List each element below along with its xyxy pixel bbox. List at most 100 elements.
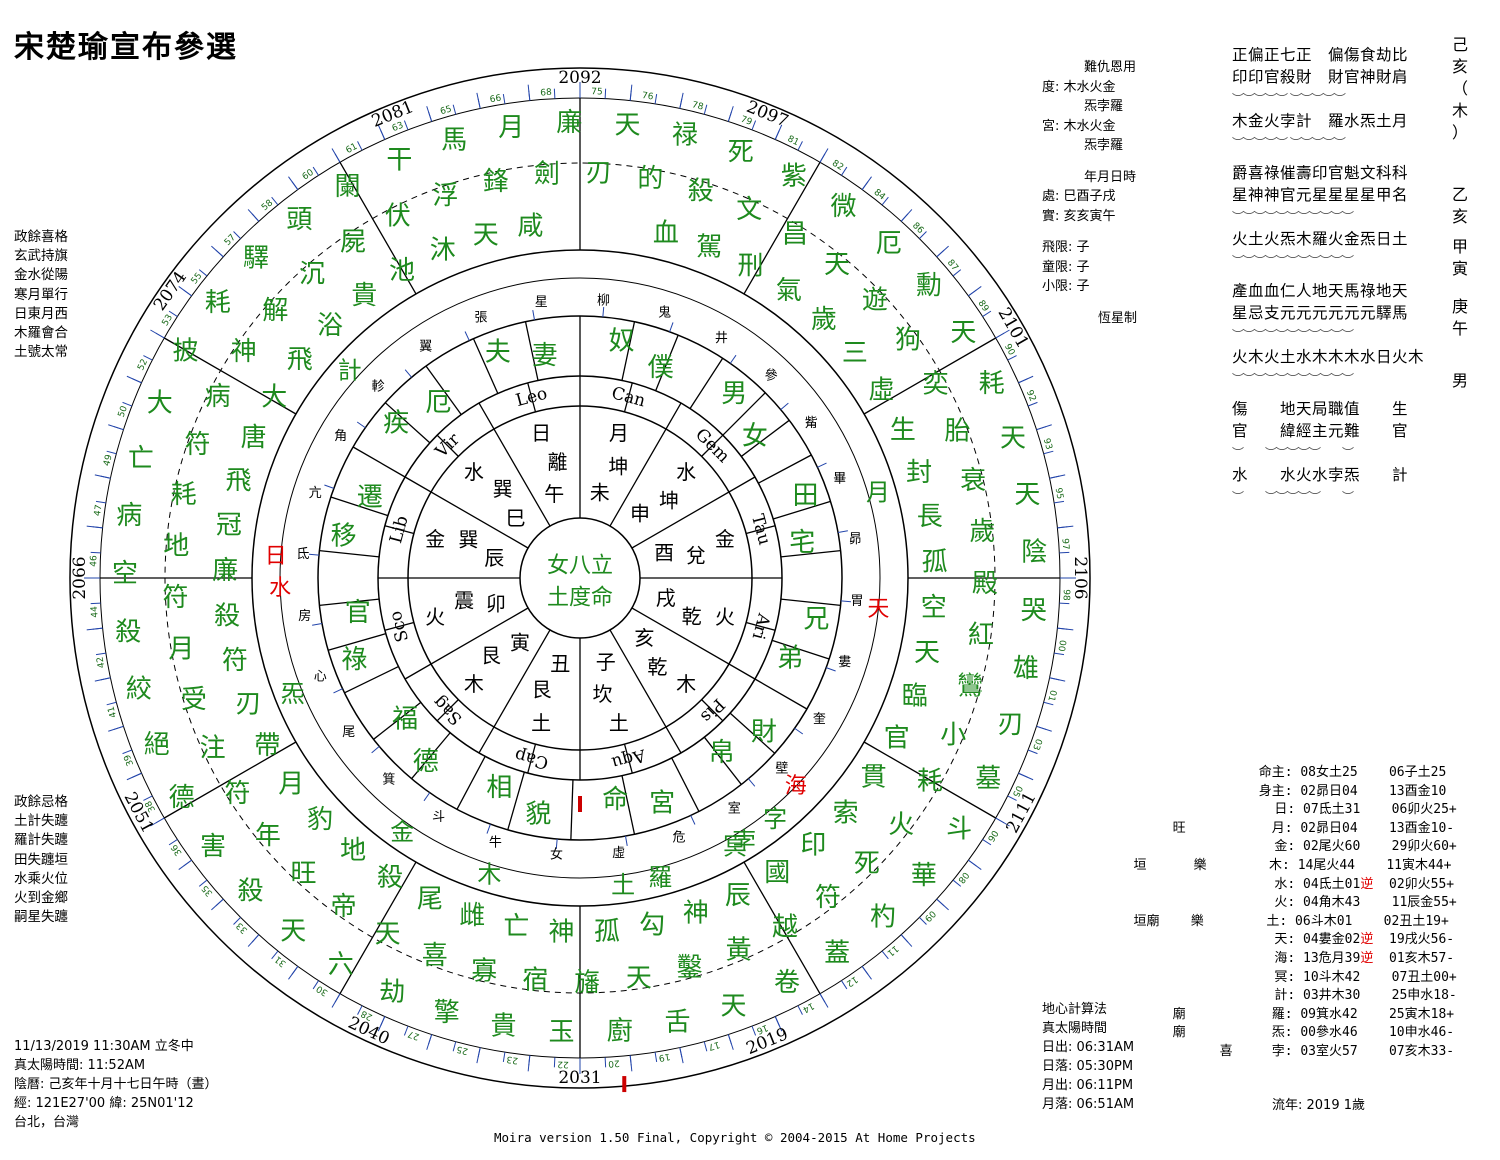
house-spoke bbox=[339, 161, 417, 295]
degree-tick-long bbox=[86, 627, 103, 631]
outer-star-name: 殺 bbox=[115, 617, 141, 647]
outer-star-name: 年 bbox=[255, 821, 281, 851]
mansion-spoke bbox=[754, 678, 808, 710]
outer-star-name: 陰 bbox=[1021, 538, 1047, 568]
zodiac-sign: Ari bbox=[747, 610, 773, 642]
degree-tick-long bbox=[476, 1047, 481, 1064]
degree-tick-long bbox=[331, 148, 341, 163]
degree-number: 14 bbox=[801, 1000, 816, 1014]
degree-tick bbox=[982, 839, 992, 846]
mansion-spoke bbox=[621, 321, 636, 381]
outer-star-name: 絞 bbox=[126, 675, 152, 705]
mansion-name: 井 bbox=[715, 331, 728, 346]
degree-number: 55 bbox=[190, 271, 205, 286]
mansion-spoke bbox=[722, 392, 766, 436]
mansion-tick bbox=[826, 667, 836, 672]
sector-element: 戌 bbox=[656, 586, 676, 610]
mansion-spoke bbox=[772, 500, 831, 520]
outer-star-name: 符 bbox=[184, 430, 210, 460]
outer-star-name: 殺 bbox=[237, 877, 263, 907]
degree-tick bbox=[1054, 652, 1065, 656]
grid-row-10b: 官 緯經主元難 官 bbox=[1232, 422, 1409, 440]
degree-number: 79 bbox=[739, 115, 753, 128]
degree-number: 53 bbox=[161, 313, 176, 328]
degree-tick bbox=[797, 1005, 803, 1015]
inner-spoke bbox=[609, 402, 682, 527]
outer-star-name: 注 bbox=[200, 734, 226, 764]
degree-number: 76 bbox=[641, 91, 654, 103]
zodiac-sign: Aqu bbox=[609, 744, 648, 772]
degree-tick-long bbox=[995, 817, 1010, 827]
grid-row-1: 正偏正七正 偏傷食劫比 bbox=[1232, 46, 1409, 64]
outer-star-name: 天 bbox=[720, 991, 746, 1021]
birth-info-line: 經: 121E27'00 緯: 25N01'12 bbox=[14, 1096, 194, 1111]
degree-tick bbox=[312, 166, 319, 176]
palace-name: 夫 bbox=[485, 337, 511, 367]
inner-spoke bbox=[631, 607, 756, 680]
outer-star-name: 卷 bbox=[774, 968, 800, 998]
outer-star-name: 歲 bbox=[969, 517, 995, 547]
tr-row: 飛限: 子 bbox=[1042, 240, 1090, 255]
mansion-spoke bbox=[425, 365, 462, 415]
center-line-2: 土度命 bbox=[547, 586, 613, 611]
degree-tick bbox=[168, 310, 178, 317]
outer-star-name: 六 bbox=[328, 950, 354, 980]
grid-row-5: 星神神官元星星星星甲名 bbox=[1232, 186, 1409, 204]
mansion-spoke bbox=[524, 321, 539, 381]
outer-star-name: 地 bbox=[340, 836, 366, 866]
outer-star-name: 刃 bbox=[586, 158, 612, 188]
mansion-name: 婁 bbox=[838, 655, 851, 670]
degree-number: 20 bbox=[608, 1057, 620, 1068]
side-glyph: 亥 bbox=[1452, 207, 1469, 226]
degree-number: 06 bbox=[985, 828, 1000, 843]
house-spoke bbox=[863, 337, 997, 415]
degree-tick-long bbox=[108, 725, 124, 732]
degree-number: 93 bbox=[1041, 437, 1054, 451]
outer-star-name: 死 bbox=[854, 849, 880, 879]
sector-element: 水 bbox=[464, 460, 484, 484]
tr-row: 宮: 木水火金 bbox=[1042, 118, 1116, 134]
planet-stat-row: 冥: 10斗木42 07丑土00+ bbox=[1110, 969, 1457, 985]
bad-pattern: 嗣星失躔 bbox=[14, 909, 68, 926]
outer-star-name: 天 bbox=[626, 964, 652, 994]
zodiac-spoke bbox=[436, 699, 459, 722]
palace-name: 遷 bbox=[357, 482, 383, 512]
mansion-name: 柳 bbox=[597, 293, 610, 308]
sector-element: 離 bbox=[547, 450, 567, 474]
degree-tick-long bbox=[1049, 677, 1066, 682]
degree-tick-long bbox=[1049, 474, 1066, 479]
outer-star-name: 天 bbox=[473, 221, 499, 251]
planet-stat-row: 水: 04氐土01逆 02卯火55+ bbox=[1110, 876, 1455, 892]
degree-tick-long bbox=[1018, 772, 1034, 781]
degree-tick bbox=[502, 1052, 506, 1063]
grid-arcs: ︶︶︶︶︶︶︶︶︶︶︶ bbox=[1232, 254, 1354, 268]
mansion-spoke bbox=[344, 665, 399, 694]
palace-name: 宮 bbox=[649, 789, 675, 819]
degree-tick bbox=[122, 749, 133, 755]
bad-pattern: 火到金鄉 bbox=[14, 890, 68, 907]
mansion-name: 箕 bbox=[382, 771, 395, 787]
outer-star-name: 屍 bbox=[340, 228, 366, 258]
degree-number: 61 bbox=[344, 142, 359, 156]
outer-star-name: 天 bbox=[280, 916, 306, 946]
degree-number: 58 bbox=[260, 198, 275, 213]
degree-tick bbox=[553, 88, 556, 99]
planet-glyph: 冥 bbox=[723, 832, 747, 860]
degree-tick bbox=[403, 1025, 409, 1036]
outer-star-name: 鑿 bbox=[677, 953, 703, 983]
zodiac-spoke bbox=[384, 525, 415, 535]
sector-element: 未 bbox=[590, 480, 610, 504]
planet-stat-row: 旺 月: 02昴日04 13酉金10- bbox=[1110, 820, 1455, 836]
year-label: 2097 bbox=[743, 97, 791, 132]
outer-star-name: 文 bbox=[736, 195, 762, 225]
outer-star-name: 咸 bbox=[517, 211, 543, 241]
degree-tick-long bbox=[288, 176, 299, 190]
sun-moon-line: 月落: 06:51AM bbox=[1042, 1097, 1135, 1112]
outer-star-name: 長 bbox=[917, 502, 943, 532]
outer-star-name: 歲 bbox=[811, 305, 837, 335]
degree-tick bbox=[502, 93, 506, 104]
sector-element: 艮 bbox=[532, 678, 552, 702]
sun-moon-line: 月出: 06:11PM bbox=[1042, 1078, 1134, 1093]
mansion-tick bbox=[486, 824, 491, 834]
mansion-tick bbox=[690, 815, 696, 825]
